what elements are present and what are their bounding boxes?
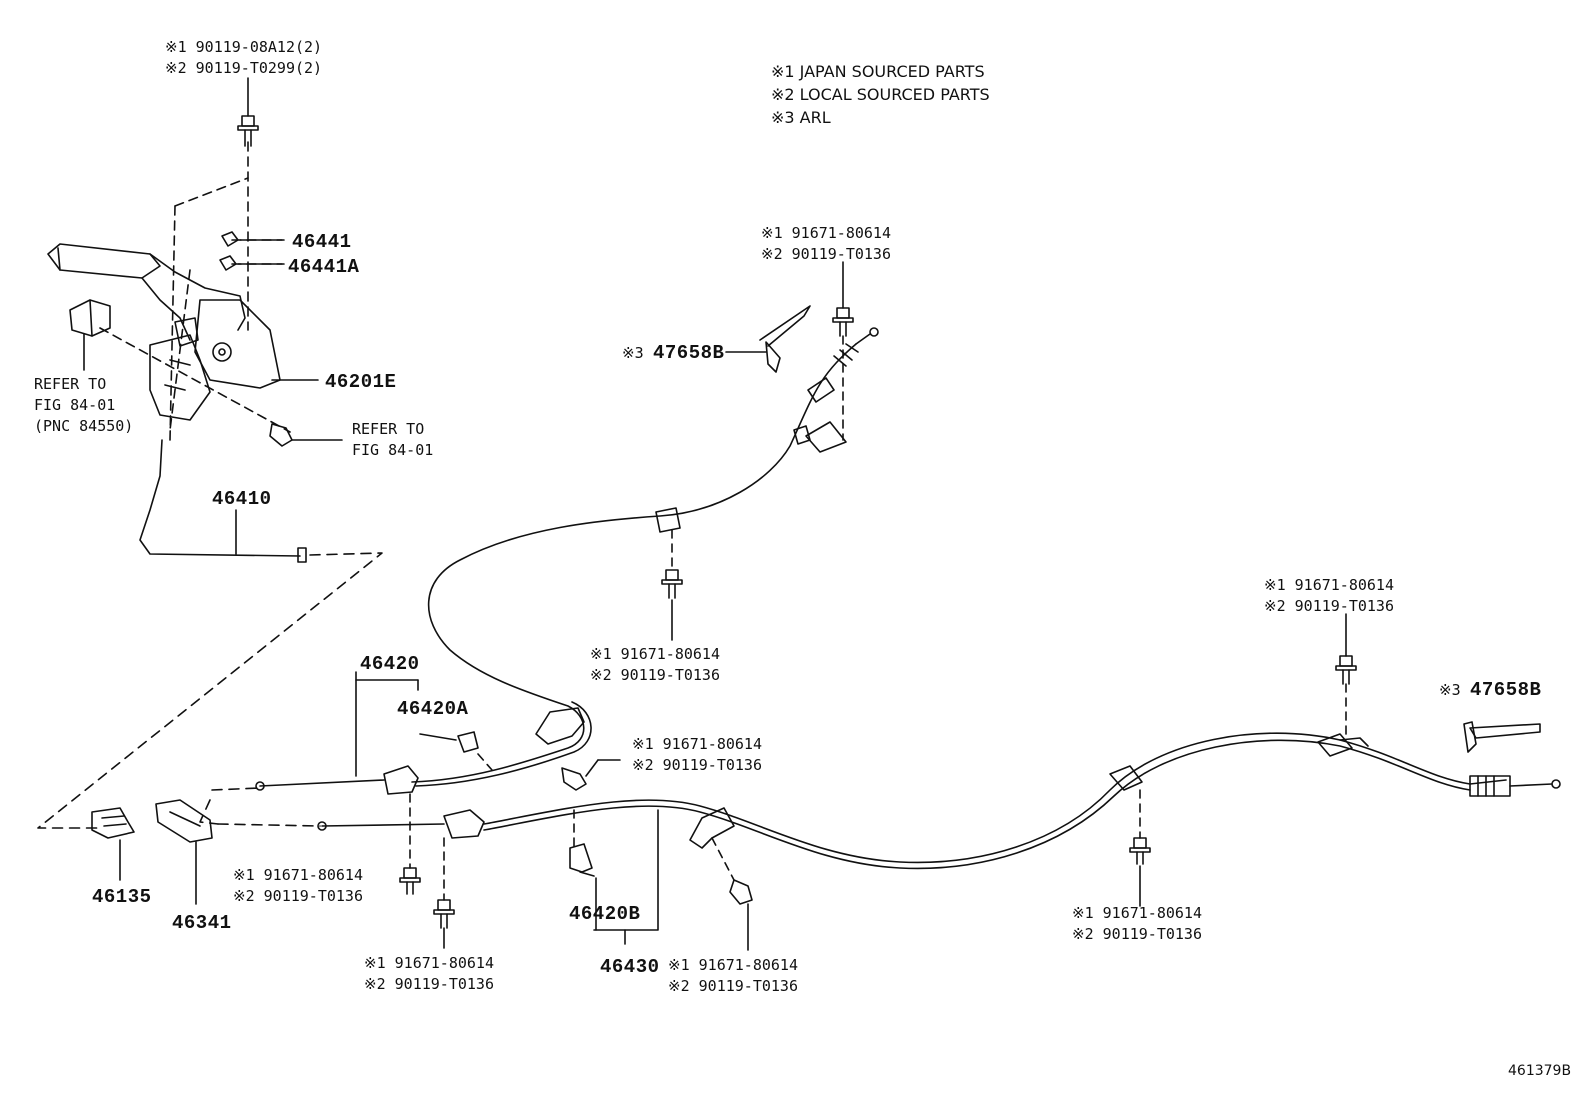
- ref-upper-bracket-2[interactable]: ※2 90119-T0136: [761, 245, 891, 263]
- ref-right-clamp-1[interactable]: ※1 91671-80614: [1072, 904, 1202, 922]
- ref-left-bolt-2[interactable]: ※2 90119-T0136: [233, 887, 363, 905]
- ref-right-clamp-2[interactable]: ※2 90119-T0136: [1072, 925, 1202, 943]
- ref-right-bracket-1[interactable]: ※1 91671-80614: [1264, 576, 1394, 594]
- arl-mark-right: ※3: [1439, 681, 1461, 699]
- part-46441[interactable]: 46441: [292, 231, 352, 253]
- arl-mark-top: ※3: [622, 344, 644, 362]
- legend-line-3: ※3 ARL: [771, 108, 831, 127]
- ref-center-bolt-1[interactable]: ※1 91671-80614: [632, 735, 762, 753]
- ref-upper-bracket-1[interactable]: ※1 91671-80614: [761, 224, 891, 242]
- leader-lines: [409, 335, 1347, 901]
- bolt-icon-top: [237, 77, 259, 147]
- part-47658b-right[interactable]: 47658B: [1470, 679, 1542, 701]
- arl-clip-top: [725, 305, 811, 373]
- rear-cable-lh: [255, 327, 879, 795]
- ref-center-bottom-bolt-2[interactable]: ※2 90119-T0136: [668, 977, 798, 995]
- rear-cable-rh: [317, 732, 1561, 870]
- refer-left-line-3: (PNC 84550): [34, 417, 134, 435]
- part-46420b[interactable]: 46420B: [569, 903, 641, 925]
- ref-center-bottom-bolt-1[interactable]: ※1 91671-80614: [668, 956, 798, 974]
- clip-46420b: [569, 843, 595, 877]
- parking-brake-lever: [47, 243, 281, 421]
- nut-icon: [219, 231, 283, 271]
- bracket-46430: [593, 809, 659, 945]
- ref-right-bracket-2[interactable]: ※2 90119-T0136: [1264, 597, 1394, 615]
- bracket-46420: [355, 671, 479, 777]
- ref-mid-clamp-2[interactable]: ※2 90119-T0136: [590, 666, 720, 684]
- ref-center-bolt-2[interactable]: ※2 90119-T0136: [632, 756, 762, 774]
- refer-mid-line-2: FIG 84-01: [352, 441, 434, 459]
- ref-mid-clamp-1[interactable]: ※1 91671-80614: [590, 645, 720, 663]
- ref-left-bolt-1[interactable]: ※1 91671-80614: [233, 866, 363, 884]
- refer-left-line-2: FIG 84-01: [34, 396, 116, 414]
- ref-top-lever-2[interactable]: ※2 90119-T0299(2): [165, 59, 323, 77]
- part-46201e[interactable]: 46201E: [325, 371, 397, 393]
- part-46420[interactable]: 46420: [360, 653, 420, 675]
- illustration-id: 461379B: [1508, 1063, 1572, 1079]
- part-47658b-top[interactable]: 47658B: [653, 342, 725, 364]
- equalizer-phantom-lines: [37, 552, 383, 829]
- legend-line-2: ※2 LOCAL SOURCED PARTS: [771, 85, 990, 104]
- part-46420a[interactable]: 46420A: [397, 698, 469, 720]
- part-46341[interactable]: 46341: [172, 912, 232, 934]
- bolt-icon: [399, 261, 1357, 951]
- part-46410[interactable]: 46410: [212, 488, 272, 510]
- part-46441a[interactable]: 46441A: [288, 256, 360, 278]
- switch-connector: [69, 299, 111, 371]
- ref-top-lever-1[interactable]: ※1 90119-08A12(2): [165, 38, 323, 56]
- refer-mid-line-1: REFER TO: [352, 420, 425, 438]
- ref-left-bottom-bolt-1[interactable]: ※1 91671-80614: [364, 954, 494, 972]
- legend-line-1: ※1 JAPAN SOURCED PARTS: [771, 62, 985, 81]
- equalizer-parts: [91, 799, 213, 905]
- ref-left-bottom-bolt-2[interactable]: ※2 90119-T0136: [364, 975, 494, 993]
- front-cable: [139, 439, 307, 563]
- lever-phantom-lines: [99, 141, 291, 441]
- part-46430[interactable]: 46430: [600, 956, 660, 978]
- bolt-icon-mid: [269, 423, 343, 447]
- part-46135[interactable]: 46135: [92, 886, 152, 908]
- arl-clip-right: [1463, 721, 1541, 753]
- refer-left-line-1: REFER TO: [34, 375, 107, 393]
